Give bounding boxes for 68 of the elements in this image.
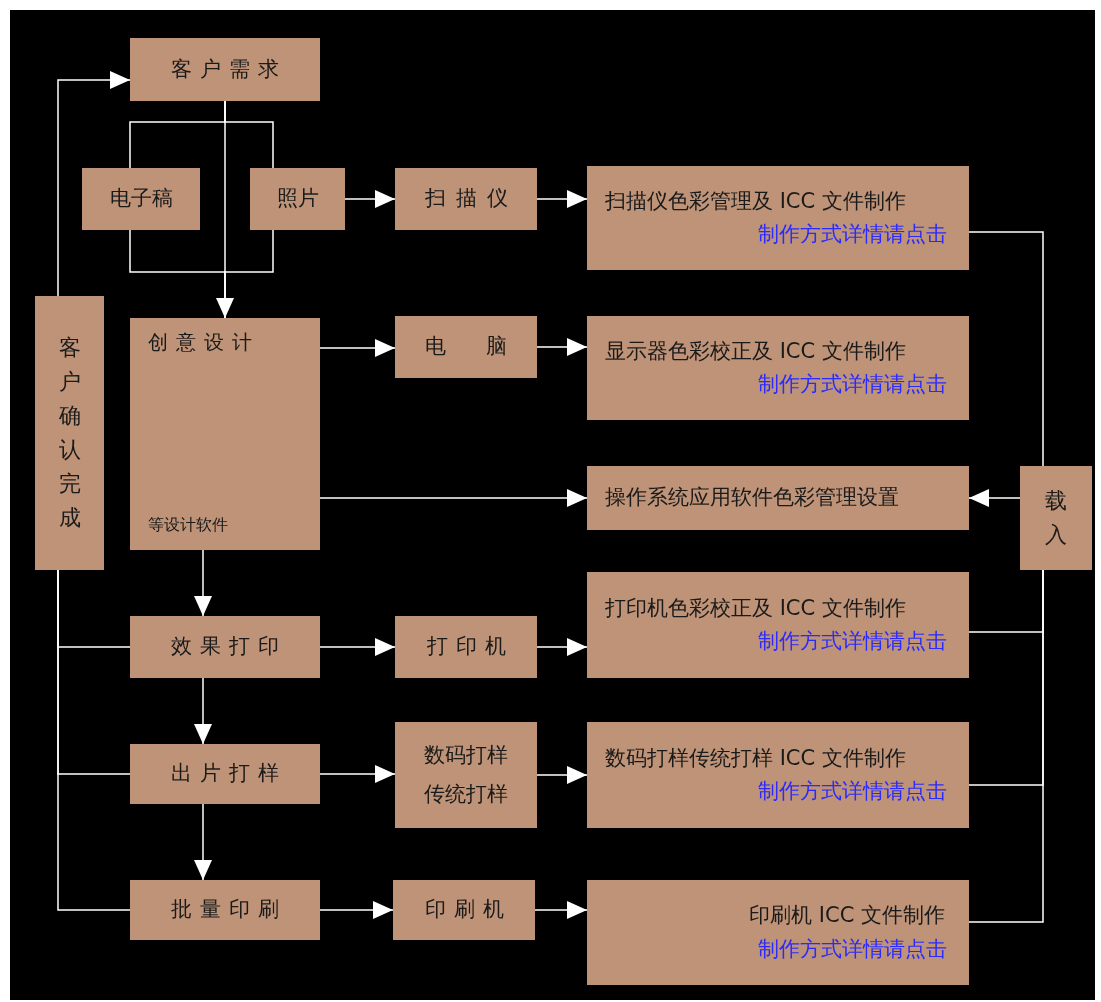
arrow — [194, 549, 212, 617]
process-box — [130, 744, 320, 804]
process-box — [395, 722, 537, 828]
connector-line — [224, 229, 274, 319]
process-box — [130, 318, 320, 550]
connector-line — [224, 100, 274, 169]
process-box — [587, 316, 969, 420]
connector-line — [57, 569, 131, 911]
link-text: 制作方式详情请点击 — [757, 629, 947, 655]
box-text: 电子稿 — [109, 186, 173, 212]
process-box — [82, 168, 200, 230]
box-text: 批量印刷 — [171, 897, 287, 923]
process-box — [130, 880, 320, 940]
process-box — [587, 722, 969, 828]
arrow — [536, 338, 588, 356]
box-text: 效果打印 — [171, 634, 287, 660]
box-title: 数码打样传统打样 ICC 文件制作 — [605, 745, 907, 771]
arrow — [57, 71, 131, 297]
box-text: 印刷机 — [424, 897, 512, 923]
box-text: 出片打样 — [171, 761, 287, 787]
process-box — [587, 166, 969, 270]
arrow — [319, 638, 396, 656]
connector-line — [968, 569, 1044, 923]
connector-line — [968, 231, 1044, 467]
box-text: 等设计软件 — [148, 514, 229, 534]
box-title: 印刷机 ICC 文件制作 — [748, 903, 946, 929]
arrow — [534, 901, 588, 919]
process-box — [587, 466, 969, 530]
process-box — [250, 168, 345, 230]
arrow — [536, 638, 588, 656]
link-text: 制作方式详情请点击 — [757, 936, 947, 962]
arrow — [194, 803, 212, 881]
process-box — [130, 38, 320, 101]
arrow — [319, 765, 396, 783]
process-box — [587, 572, 969, 678]
arrow — [319, 901, 394, 919]
process-box — [587, 880, 969, 985]
box-text: 创意设计 — [148, 330, 261, 354]
box-text: 数码打样 — [424, 742, 508, 768]
box-text: 操作系统应用软件色彩管理设置 — [605, 485, 900, 511]
box-title: 显示器色彩校正及 ICC 文件制作 — [605, 338, 907, 364]
arrow — [319, 489, 588, 507]
box-text: 电脑 — [425, 334, 547, 360]
box-text: 客户需求 — [171, 56, 287, 83]
process-box — [395, 168, 537, 230]
box-text: 传统打样 — [424, 782, 508, 808]
arrow — [536, 190, 588, 208]
process-box — [393, 880, 535, 940]
box-title: 打印机色彩校正及 ICC 文件制作 — [605, 595, 907, 621]
box-text: 打印机 — [426, 634, 514, 660]
arrow — [536, 766, 588, 784]
box-text: 客户确认完成 — [58, 333, 81, 533]
box-title: 扫描仪色彩管理及 ICC 文件制作 — [605, 188, 907, 214]
link-text: 制作方式详情请点击 — [757, 222, 947, 248]
arrow — [968, 489, 1021, 507]
box-text: 照片 — [276, 186, 319, 212]
process-box — [35, 296, 104, 570]
process-box — [395, 616, 537, 678]
process-box — [395, 316, 537, 378]
arrow — [344, 190, 396, 208]
box-text: 扫描仪 — [424, 186, 518, 212]
link-text: 制作方式详情请点击 — [757, 372, 947, 398]
box-text: 载入 — [1045, 486, 1067, 549]
arrow — [319, 339, 396, 357]
process-box — [130, 616, 320, 678]
process-box — [1020, 466, 1092, 570]
link-text: 制作方式详情请点击 — [757, 779, 947, 805]
arrow — [194, 677, 212, 745]
